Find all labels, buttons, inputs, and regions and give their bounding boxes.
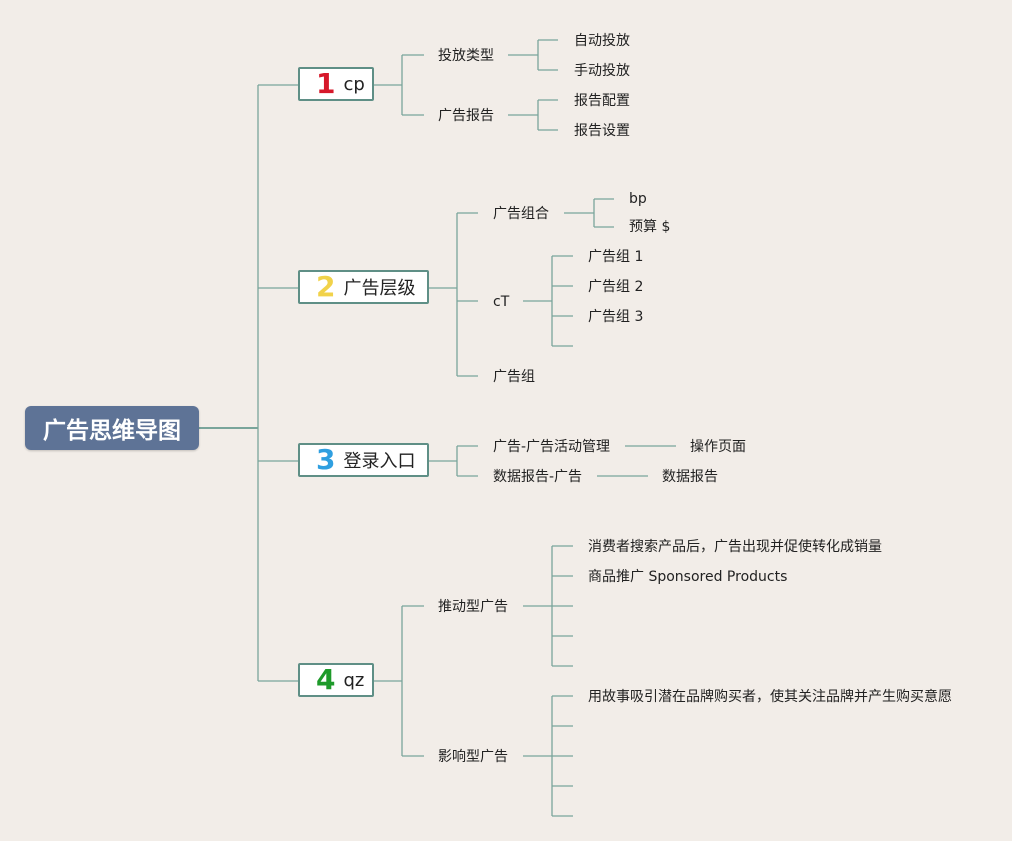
node-campaign-management[interactable]: 广告-广告活动管理	[493, 439, 611, 455]
leaf-ad-group-3[interactable]: 广告组 3	[588, 309, 644, 325]
branch-ad-hierarchy[interactable]: 2 广告层级	[298, 270, 429, 304]
node-ad-report[interactable]: 广告报告	[438, 108, 494, 124]
number-1-icon: 1	[316, 67, 336, 100]
leaf-bp[interactable]: bp	[629, 191, 647, 207]
node-data-report-ad[interactable]: 数据报告-广告	[493, 469, 583, 485]
root-label: 广告思维导图	[43, 418, 181, 444]
branch-cp[interactable]: 1 cp	[298, 67, 374, 101]
node-influence-ad[interactable]: 影响型广告	[438, 749, 508, 765]
node-ad-portfolio[interactable]: 广告组合	[493, 206, 549, 222]
leaf-manual-delivery[interactable]: 手动投放	[574, 63, 630, 79]
leaf-ad-group-1[interactable]: 广告组 1	[588, 249, 644, 265]
branch-label: 广告层级	[343, 278, 416, 299]
node-delivery-type[interactable]: 投放类型	[438, 48, 494, 64]
leaf-sponsored-products[interactable]: 商品推广 Sponsored Products	[588, 569, 788, 585]
node-push-ad[interactable]: 推动型广告	[438, 599, 508, 615]
leaf-report-config[interactable]: 报告配置	[574, 93, 630, 109]
node-ct[interactable]: cT	[493, 294, 510, 310]
number-4-icon: 4	[316, 663, 336, 696]
branch-label: qz	[343, 669, 365, 691]
leaf-operation-page[interactable]: 操作页面	[690, 439, 746, 455]
number-2-icon: 2	[316, 270, 336, 303]
root-node[interactable]: 广告思维导图	[25, 406, 199, 450]
number-3-icon: 3	[316, 443, 336, 476]
leaf-ad-group-2[interactable]: 广告组 2	[588, 279, 644, 295]
leaf-report-settings[interactable]: 报告设置	[574, 123, 630, 139]
branch-qz[interactable]: 4 qz	[298, 663, 374, 697]
node-ad-group[interactable]: 广告组	[493, 369, 535, 385]
branch-login-entry[interactable]: 3 登录入口	[298, 443, 429, 477]
leaf-influence-ad-desc[interactable]: 用故事吸引潜在品牌购买者，使其关注品牌并产生购买意愿	[588, 689, 952, 705]
leaf-data-report[interactable]: 数据报告	[662, 469, 718, 485]
leaf-budget[interactable]: 预算 $	[629, 219, 671, 235]
branch-label: 登录入口	[343, 451, 416, 472]
leaf-auto-delivery[interactable]: 自动投放	[574, 33, 630, 49]
branch-label: cp	[343, 73, 365, 95]
leaf-push-ad-desc[interactable]: 消费者搜索产品后，广告出现并促使转化成销量	[588, 539, 882, 555]
